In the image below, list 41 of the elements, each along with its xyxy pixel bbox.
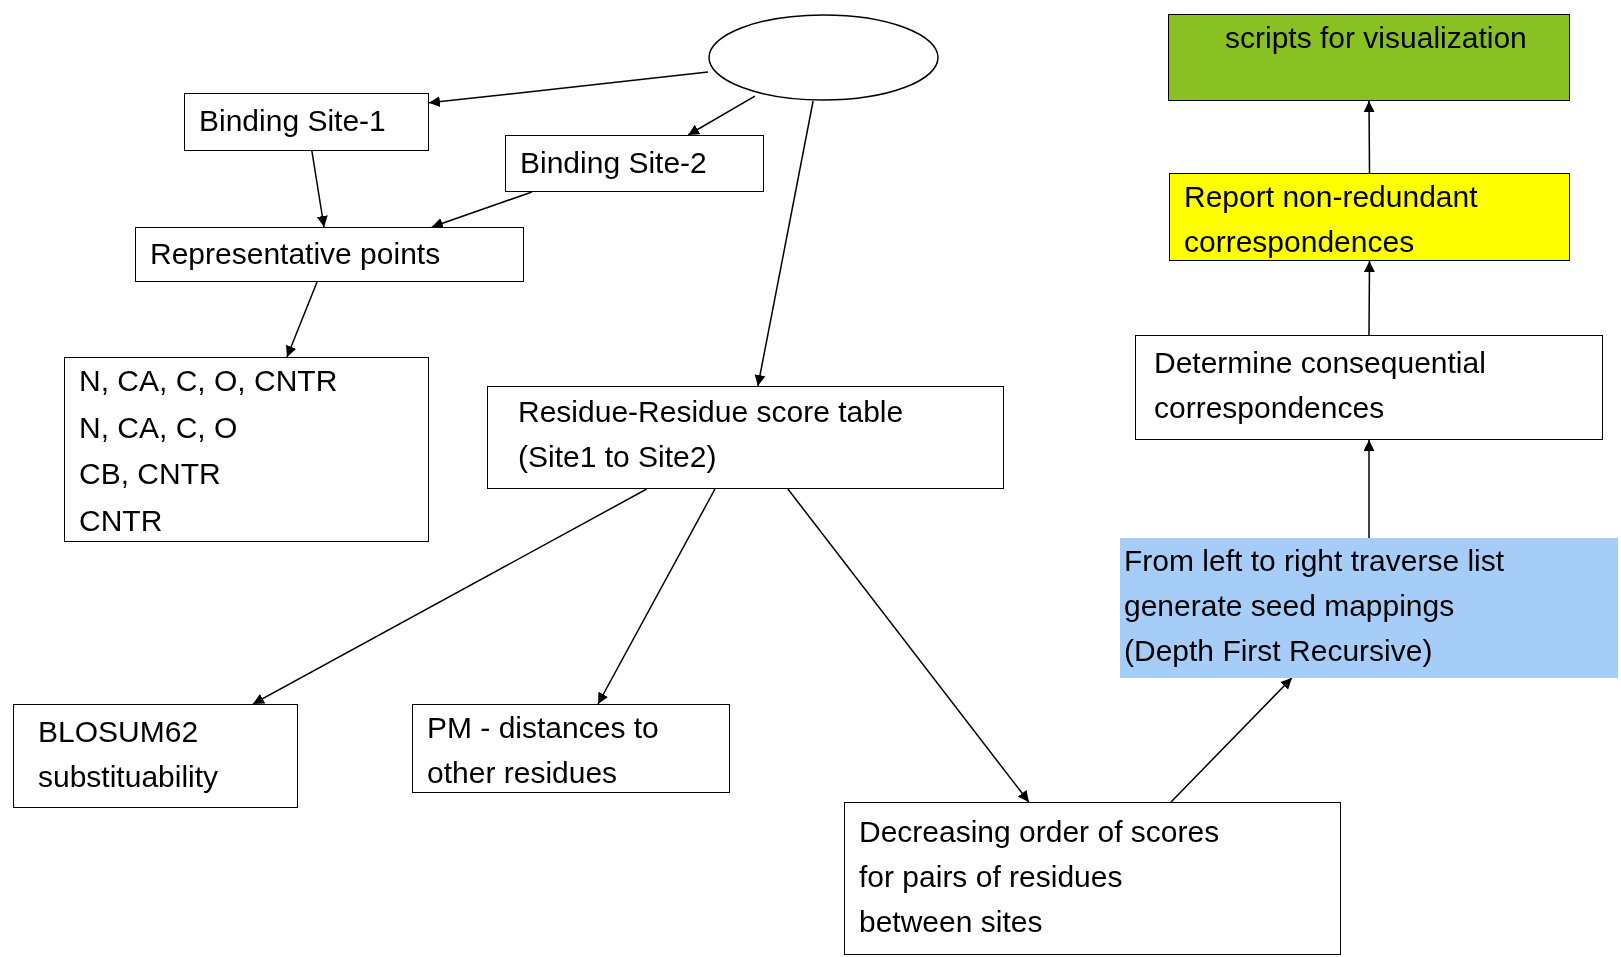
node-label: Residue-Residue score table (Site1 to Site2) bbox=[518, 394, 905, 475]
node-label: Report non-redundant correspondences bbox=[1184, 179, 1479, 260]
arrow bbox=[1363, 100, 1375, 174]
process-box bbox=[844, 802, 1341, 955]
process-box bbox=[135, 227, 524, 282]
arrow bbox=[754, 100, 814, 387]
arrow bbox=[428, 71, 709, 108]
list-item-text: CNTR bbox=[79, 502, 164, 539]
node-label: Determine consequential correspondences bbox=[1154, 345, 1487, 426]
node-label: PM - distances to other residues bbox=[427, 710, 660, 791]
arrow bbox=[311, 150, 328, 228]
node-label: Decreasing order of scores for pairs of residues between sites bbox=[859, 814, 1221, 940]
list-item-text: CB, CNTR bbox=[79, 456, 222, 492]
process-box bbox=[487, 386, 1004, 489]
process-box bbox=[184, 93, 429, 151]
arrow bbox=[597, 488, 716, 705]
process-box bbox=[412, 704, 730, 793]
list-item-text: N, CA, C, O bbox=[79, 409, 239, 446]
node-label: scripts for visualization bbox=[1225, 20, 1528, 56]
ellipse-node bbox=[708, 14, 939, 101]
highlighted-process-box bbox=[1120, 538, 1618, 678]
node-label: Binding Site-1 bbox=[199, 103, 387, 139]
arrow bbox=[1363, 260, 1375, 336]
node-label: Representative points bbox=[150, 236, 442, 272]
highlighted-process-box bbox=[1168, 14, 1570, 101]
node-label: BLOSUM62 substituability bbox=[38, 714, 220, 795]
arrow bbox=[1170, 677, 1293, 803]
arrow bbox=[286, 281, 318, 358]
highlighted-process-box bbox=[1169, 173, 1570, 261]
process-box bbox=[13, 704, 298, 808]
process-box bbox=[505, 135, 764, 192]
arrow bbox=[431, 191, 533, 229]
list-item-text: N, CA, C, O, CNTR bbox=[79, 363, 339, 399]
arrow bbox=[252, 488, 648, 705]
arrow bbox=[687, 95, 756, 136]
arrow bbox=[787, 488, 1030, 803]
node-label: From left to right traverse list generate seed mappings (Depth First Recursive) bbox=[1124, 543, 1506, 669]
arrow bbox=[1363, 439, 1375, 539]
process-box bbox=[64, 357, 429, 542]
process-box bbox=[1135, 335, 1603, 440]
node-label: Binding Site-2 bbox=[520, 145, 708, 181]
